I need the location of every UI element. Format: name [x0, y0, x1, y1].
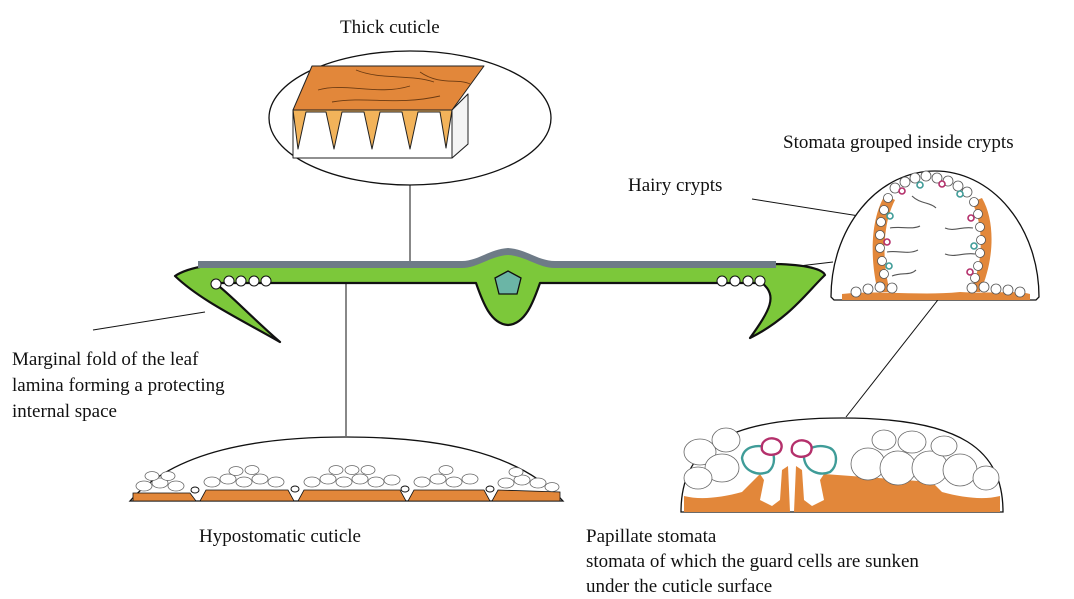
- crypt-inset: [831, 171, 1039, 300]
- thick-cuticle-inset: [269, 51, 551, 185]
- label-thick-cuticle: Thick cuticle: [340, 17, 440, 38]
- label-marginal-fold-line1: Marginal fold of the leaf: [12, 349, 199, 370]
- label-hairy-crypts: Hairy crypts: [628, 175, 722, 196]
- label-marginal-fold-line2: lamina forming a protecting: [12, 375, 225, 396]
- label-stomata-grouped: Stomata grouped inside crypts: [783, 132, 1014, 153]
- label-papillate-line2: stomata of which the guard cells are sun…: [586, 551, 919, 572]
- label-marginal-fold-line3: internal space: [12, 401, 117, 422]
- leader-marginal-fold: [93, 312, 205, 330]
- label-papillate-line3: under the cuticle surface: [586, 576, 772, 597]
- papillate-inset: [681, 418, 1003, 512]
- crypt-dome: [831, 171, 1039, 300]
- label-papillate-line1: Papillate stomata: [586, 526, 717, 547]
- label-hypostomatic: Hypostomatic cuticle: [199, 526, 361, 547]
- cuticle-block-icon: [293, 66, 484, 158]
- hypostomatic-inset: [130, 437, 563, 501]
- leaf-cross-section: [175, 248, 825, 342]
